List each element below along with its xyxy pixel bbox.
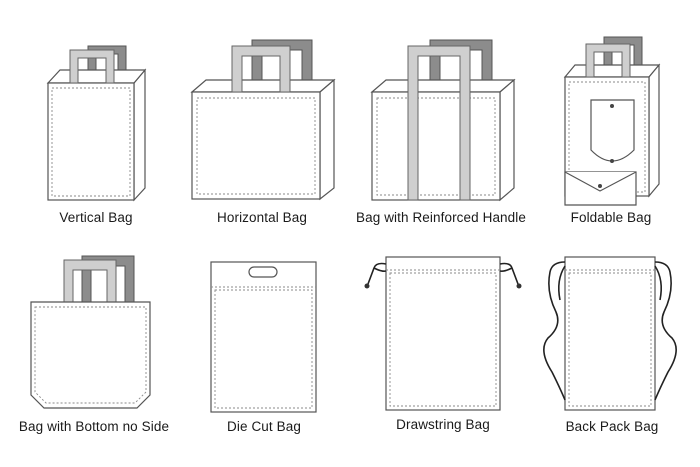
foldable-bag-icon [563, 36, 661, 206]
caption-drawstring-bag: Drawstring Bag [396, 417, 490, 432]
drawstring-bag-icon [364, 256, 522, 411]
caption-vertical-bag: Vertical Bag [59, 210, 133, 225]
die-cut-bag-icon [210, 261, 317, 413]
caption-bottom-no-side-bag: Bag with Bottom no Side [18, 419, 170, 434]
backpack-bag-icon [543, 256, 677, 411]
caption-reinforced-handle-bag: Bag with Reinforced Handle [356, 210, 526, 225]
caption-horizontal-bag: Horizontal Bag [217, 210, 307, 225]
caption-backpack-bag: Back Pack Bag [565, 419, 659, 434]
bottom-no-side-bag-icon [30, 255, 151, 409]
caption-die-cut-bag: Die Cut Bag [227, 419, 301, 434]
caption-foldable-bag: Foldable Bag [570, 210, 652, 225]
horizontal-bag-icon [190, 39, 336, 201]
reinforced-handle-bag-icon [370, 39, 516, 202]
vertical-bag-icon [46, 45, 147, 202]
